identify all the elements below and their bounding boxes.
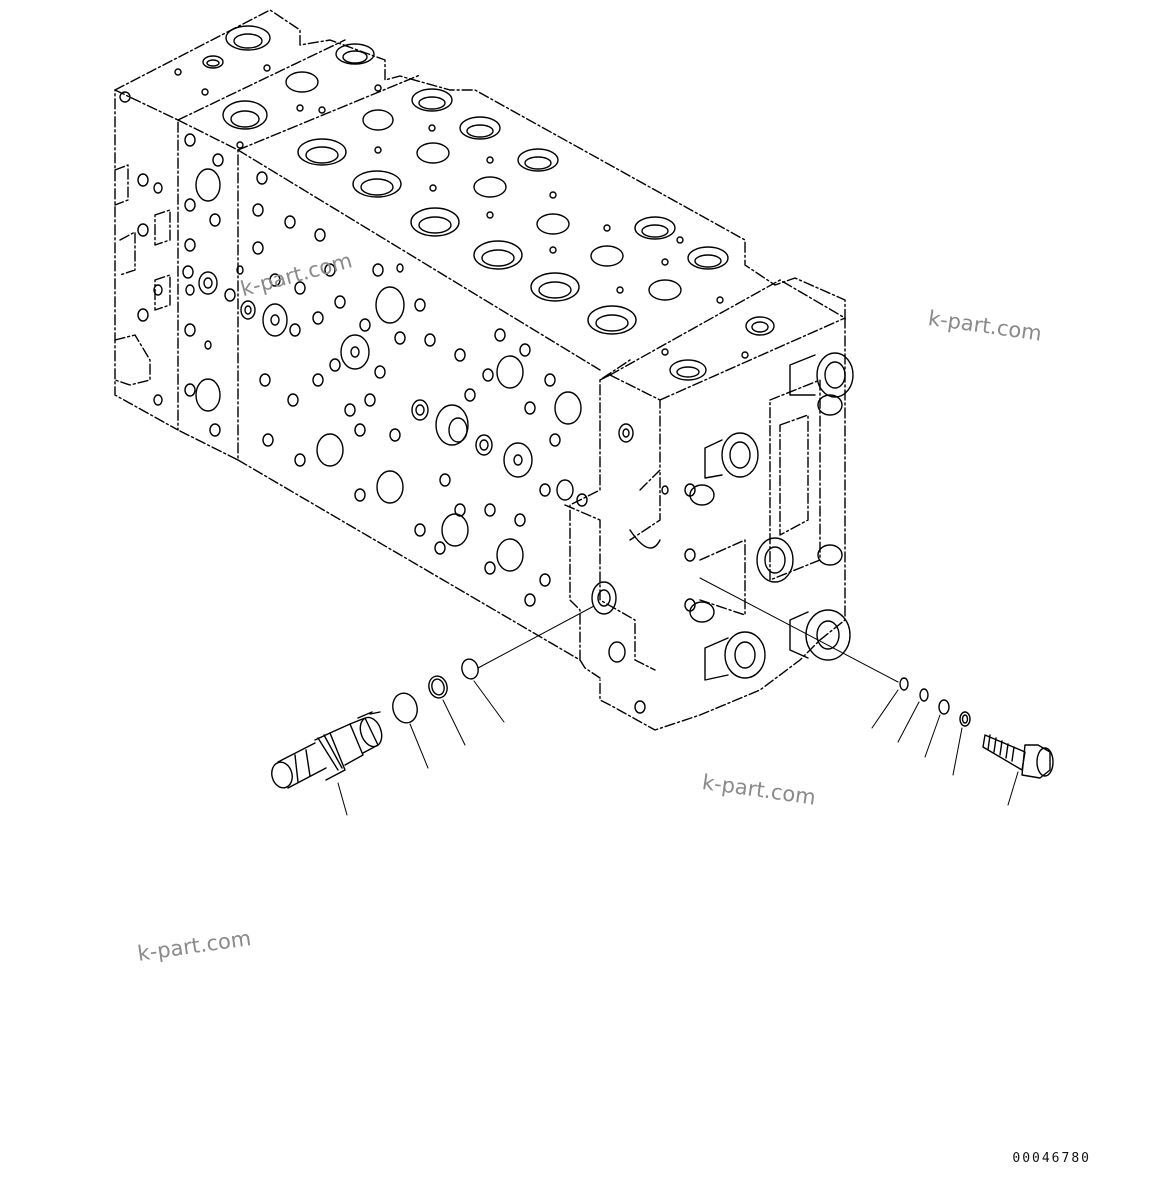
- end-section-bosses: [591, 352, 854, 714]
- plug: [982, 734, 1054, 779]
- valve-cartridge: [271, 711, 383, 789]
- front-face-ports: [119, 91, 588, 607]
- right-parts: [871, 677, 1054, 806]
- drawing-number: 00046780: [1012, 1151, 1091, 1166]
- left-parts: [271, 658, 505, 816]
- assembly-leader-lines: [477, 577, 899, 683]
- valve-block-outline: [114, 9, 846, 731]
- top-face-ports: [174, 25, 775, 381]
